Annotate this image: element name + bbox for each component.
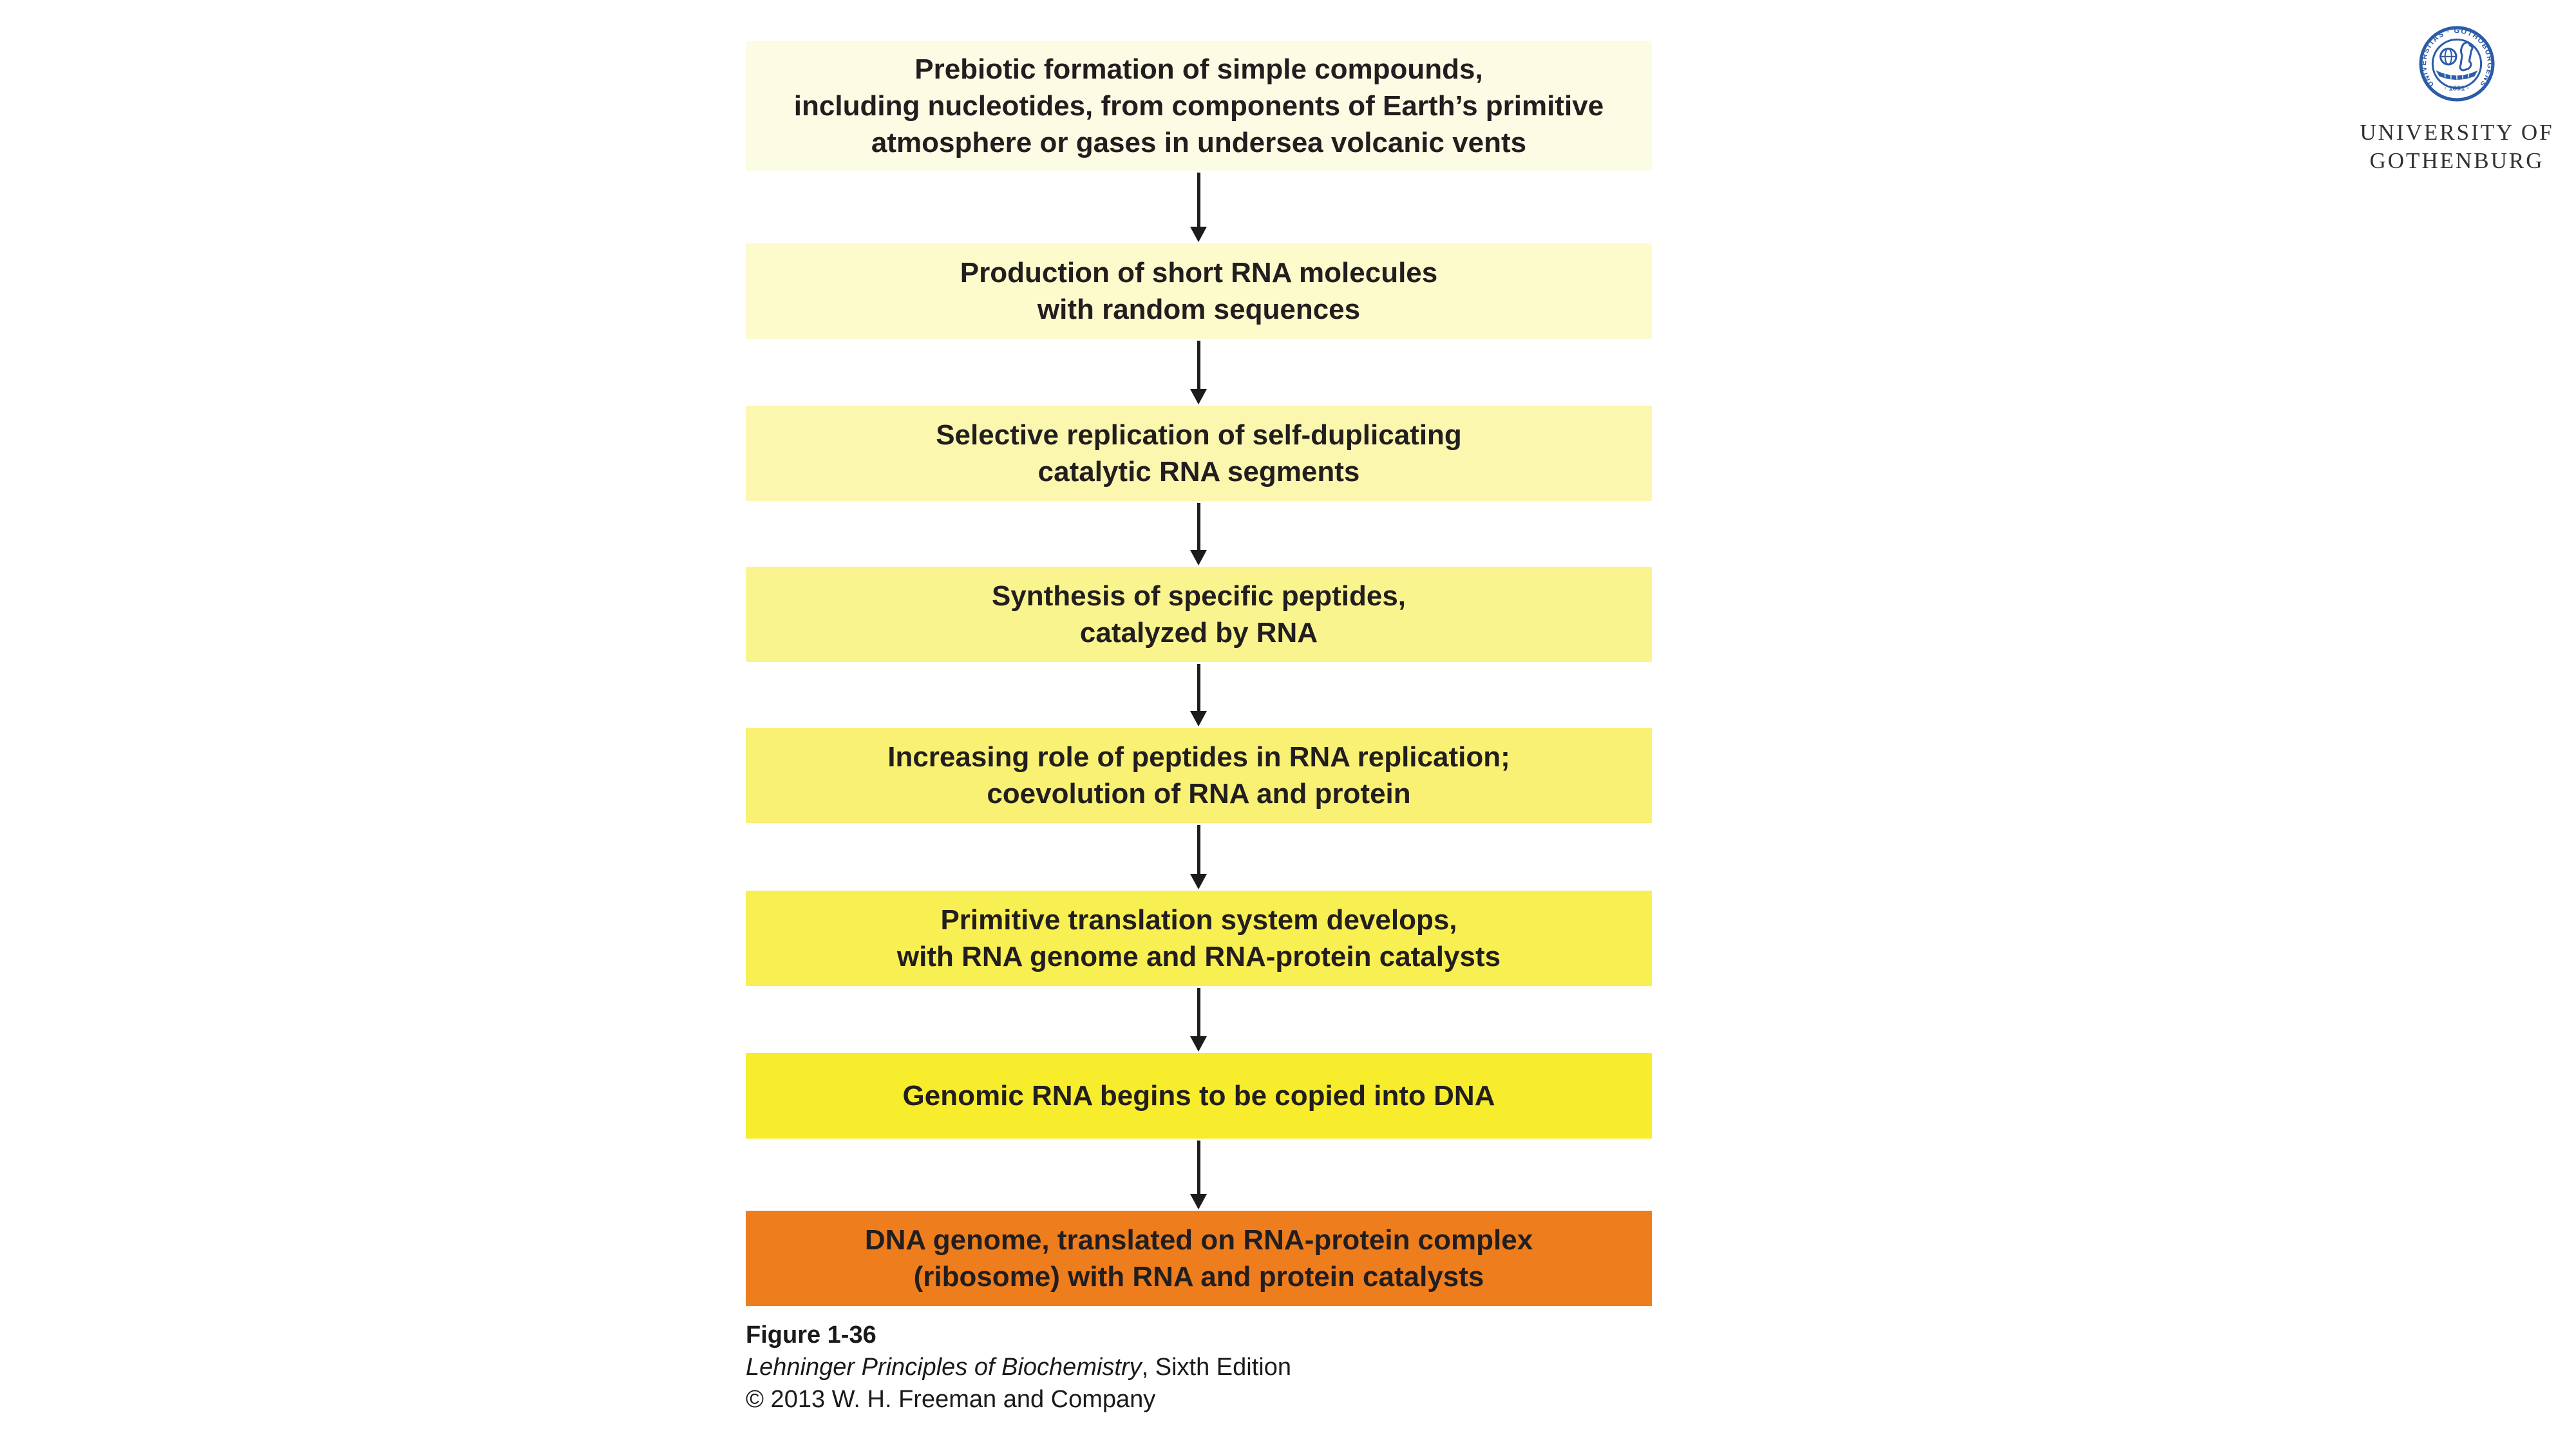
flow-step-dna-genome: DNA genome, translated on RNA-protein co… [746, 1211, 1652, 1306]
arrow-head-icon [1190, 874, 1207, 889]
flow-step-text: catalyzed by RNA [1079, 617, 1318, 649]
flow-step-rna-copied-to-dna: Genomic RNA begins to be copied into DNA [746, 1053, 1652, 1139]
arrow-shaft [1197, 988, 1200, 1037]
flow-step-peptides-in-replication: Increasing role of peptides in RNA repli… [746, 728, 1652, 823]
university-name-line1: UNIVERSITY OF [2360, 120, 2554, 145]
university-name: UNIVERSITY OF GOTHENBURG [2344, 118, 2570, 175]
flow-step-text: Primitive translation system develops, [940, 904, 1457, 936]
flow-step-text: including nucleotides, from components o… [793, 90, 1604, 122]
flow-step-text: with random sequences [1037, 294, 1361, 325]
university-name-line2: GOTHENBURG [2369, 148, 2544, 173]
seal-year: · 1891 · [2445, 85, 2470, 93]
university-logo: UNIVERSITAS · GOTHOBURGENSIS · 1891 · UN… [2344, 26, 2570, 175]
arrow-head-icon [1190, 227, 1207, 242]
flow-step-text: Selective replication of self-duplicatin… [936, 419, 1462, 451]
flow-step-text: atmosphere or gases in undersea volcanic… [871, 127, 1527, 158]
flow-step-text: Genomic RNA begins to be copied into DNA [902, 1080, 1495, 1112]
arrow-head-icon [1190, 389, 1207, 404]
arrow-head-icon [1190, 711, 1207, 726]
university-seal-icon: UNIVERSITAS · GOTHOBURGENSIS · 1891 · [2419, 26, 2495, 102]
book-title: Lehninger Principles of Biochemistry [746, 1354, 1142, 1381]
flow-step-prebiotic-formation: Prebiotic formation of simple compounds,… [746, 41, 1652, 171]
seal-ship-planks [2444, 73, 2470, 80]
book-reference: Lehninger Principles of Biochemistry, Si… [746, 1351, 1291, 1383]
seal-ship-hull [2436, 70, 2478, 80]
flow-step-text: with RNA genome and RNA-protein catalyst… [896, 941, 1501, 972]
flow-step-selective-replication: Selective replication of self-duplicatin… [746, 406, 1652, 501]
figure-caption: Figure 1-36 Lehninger Principles of Bioc… [746, 1319, 1291, 1416]
flow-step-text: (ribosome) with RNA and protein catalyst… [913, 1261, 1484, 1293]
flow-step-text: catalytic RNA segments [1037, 456, 1360, 488]
arrow-head-icon [1190, 1194, 1207, 1209]
copyright-line: © 2013 W. H. Freeman and Company [746, 1386, 1156, 1413]
flow-step-text: Production of short RNA molecules [960, 257, 1438, 289]
book-edition: , Sixth Edition [1141, 1354, 1291, 1381]
arrow-shaft [1197, 825, 1200, 875]
arrow-head-icon [1190, 1036, 1207, 1052]
flow-step-text: Synthesis of specific peptides, [991, 580, 1406, 612]
flow-step-primitive-translation: Primitive translation system develops, w… [746, 891, 1652, 986]
flow-step-short-rna: Production of short RNA molecules with r… [746, 243, 1652, 339]
arrow-shaft [1197, 1141, 1200, 1195]
arrow-shaft [1197, 664, 1200, 712]
seal-inner-ring [2431, 38, 2483, 90]
flow-step-text: Prebiotic formation of simple compounds, [914, 53, 1483, 85]
flow-step-text: coevolution of RNA and protein [987, 778, 1411, 810]
flow-step-text: Increasing role of peptides in RNA repli… [887, 741, 1510, 773]
arrow-shaft [1197, 503, 1200, 551]
arrow-shaft [1197, 173, 1200, 227]
arrow-shaft [1197, 341, 1200, 390]
flow-step-text: DNA genome, translated on RNA-protein co… [864, 1224, 1533, 1256]
arrow-head-icon [1190, 550, 1207, 565]
figure-number: Figure 1-36 [746, 1321, 876, 1349]
flow-step-peptide-synthesis: Synthesis of specific peptides, catalyze… [746, 567, 1652, 662]
seal-lion [2459, 41, 2474, 71]
